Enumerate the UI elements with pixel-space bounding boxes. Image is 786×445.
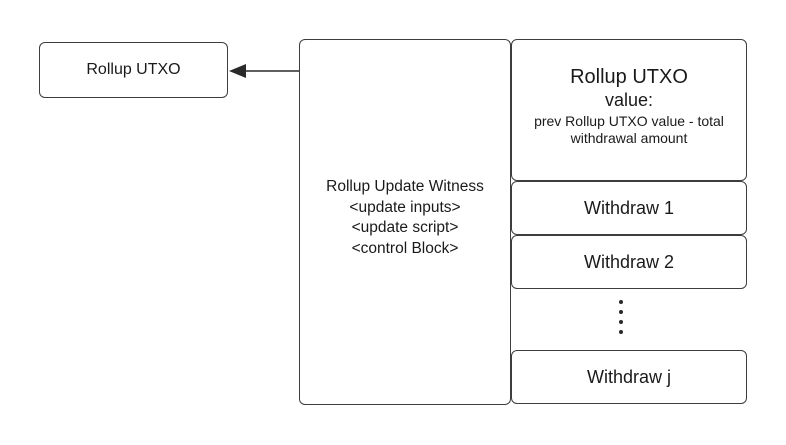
witness-control-block: <control Block> [351, 239, 459, 257]
witness-update-script: <update script> [351, 219, 459, 236]
ellipsis-dot [619, 310, 623, 314]
ellipsis-dot [619, 320, 623, 324]
withdraw-2-box: Withdraw 2 [511, 235, 747, 289]
withdraw-1-box: Withdraw 1 [511, 181, 747, 235]
withdraw-j-box: Withdraw j [511, 350, 747, 404]
witness-title: Rollup Update Witness [326, 178, 484, 195]
rollup-utxo-value-desc-line2: withdrawal amount [570, 130, 688, 146]
ellipsis-dot [619, 330, 623, 334]
arrow-head [229, 64, 246, 78]
rollup-utxo-value-label: value: [604, 90, 654, 110]
rollup-utxo-input-box: Rollup UTXO [39, 42, 228, 98]
rollup-utxo-value-desc-line1: prev Rollup UTXO value - total [534, 113, 724, 129]
ellipsis-dot [619, 300, 623, 304]
withdraw-1-label: Withdraw 1 [583, 197, 675, 218]
rollup-utxo-input-label: Rollup UTXO [86, 61, 181, 78]
rollup-utxo-output-box: Rollup UTXO value: prev Rollup UTXO valu… [511, 39, 747, 181]
withdraw-2-label: Withdraw 2 [583, 251, 675, 272]
withdraw-j-label: Withdraw j [586, 366, 671, 387]
witness-update-inputs: <update inputs> [349, 198, 461, 216]
vertical-ellipsis [616, 298, 626, 336]
rollup-update-witness-box: Rollup Update Witness <update inputs> <u… [299, 39, 511, 405]
rollup-utxo-output-title: Rollup UTXO [570, 66, 688, 88]
